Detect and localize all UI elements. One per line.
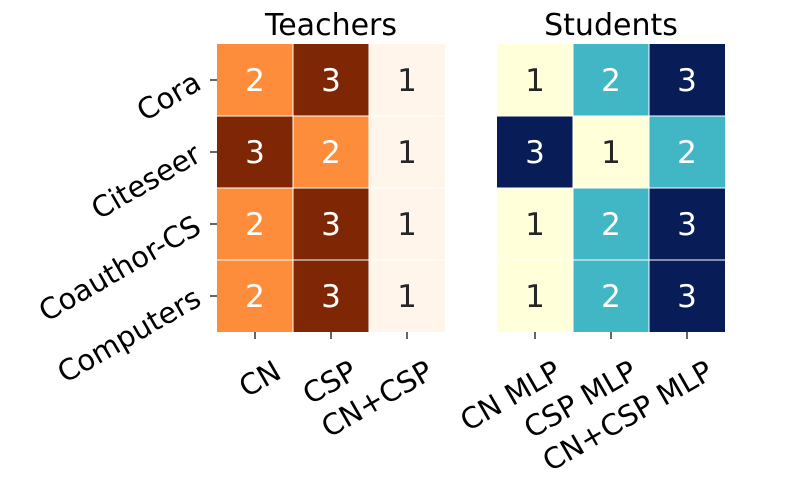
teachers-value-label: 3 (245, 135, 265, 171)
teachers-cell-cora-cn (217, 44, 293, 116)
students-value-label: 2 (601, 279, 621, 315)
students-value-label: 1 (525, 63, 545, 99)
teachers-cell-computers-cn-csp (369, 260, 445, 332)
students-value-label: 3 (525, 135, 545, 171)
students-cell-cora-cn-csp-mlp (649, 44, 725, 116)
teachers-cell-computers-cn (217, 260, 293, 332)
teachers-value-label: 2 (245, 279, 265, 315)
teachers-value-label: 3 (321, 279, 341, 315)
teachers-cell-coauthor-cs-csp (293, 188, 369, 260)
students-value-label: 3 (677, 63, 697, 99)
teachers-cell-computers-csp (293, 260, 369, 332)
students-value-label: 3 (677, 279, 697, 315)
students-cell-coauthor-cs-cn-csp-mlp (649, 188, 725, 260)
students-value-label: 2 (601, 63, 621, 99)
teachers-value-label: 2 (245, 63, 265, 99)
students-value-label: 2 (601, 207, 621, 243)
teachers-cell-citeseer-csp (293, 116, 369, 188)
students-cell-computers-cn-csp-mlp (649, 260, 725, 332)
students-title: Students (544, 8, 678, 43)
students-cell-computers-cn-mlp (497, 260, 573, 332)
students-cell-cora-cn-mlp (497, 44, 573, 116)
students-value-label: 1 (525, 279, 545, 315)
students-cell-coauthor-cs-cn-mlp (497, 188, 573, 260)
students-cell-citeseer-cn-csp-mlp (649, 116, 725, 188)
teachers-value-label: 3 (321, 63, 341, 99)
y-tick-label-cora: Cora (131, 65, 207, 128)
teachers-x-tick-label-cn: CN (233, 354, 286, 404)
teachers-value-label: 1 (397, 63, 417, 99)
students-cell-cora-csp-mlp (573, 44, 649, 116)
teachers-value-label: 3 (321, 207, 341, 243)
students-value-label: 1 (525, 207, 545, 243)
teachers-value-label: 2 (321, 135, 341, 171)
teachers-value-label: 1 (397, 135, 417, 171)
students-cell-citeseer-csp-mlp (573, 116, 649, 188)
teachers-value-label: 1 (397, 207, 417, 243)
teachers-cell-coauthor-cs-cn-csp (369, 188, 445, 260)
teachers-cell-citeseer-cn-csp (369, 116, 445, 188)
teachers-cell-citeseer-cn (217, 116, 293, 188)
teachers-value-label: 1 (397, 279, 417, 315)
students-cell-citeseer-cn-mlp (497, 116, 573, 188)
students-cell-computers-csp-mlp (573, 260, 649, 332)
students-value-label: 1 (601, 135, 621, 171)
students-value-label: 3 (677, 207, 697, 243)
students-value-label: 2 (677, 135, 697, 171)
teachers-value-label: 2 (245, 207, 265, 243)
teachers-cell-cora-cn-csp (369, 44, 445, 116)
teachers-cell-cora-csp (293, 44, 369, 116)
teachers-title: Teachers (264, 8, 397, 43)
teachers-cell-coauthor-cs-cn (217, 188, 293, 260)
students-cell-coauthor-cs-csp-mlp (573, 188, 649, 260)
